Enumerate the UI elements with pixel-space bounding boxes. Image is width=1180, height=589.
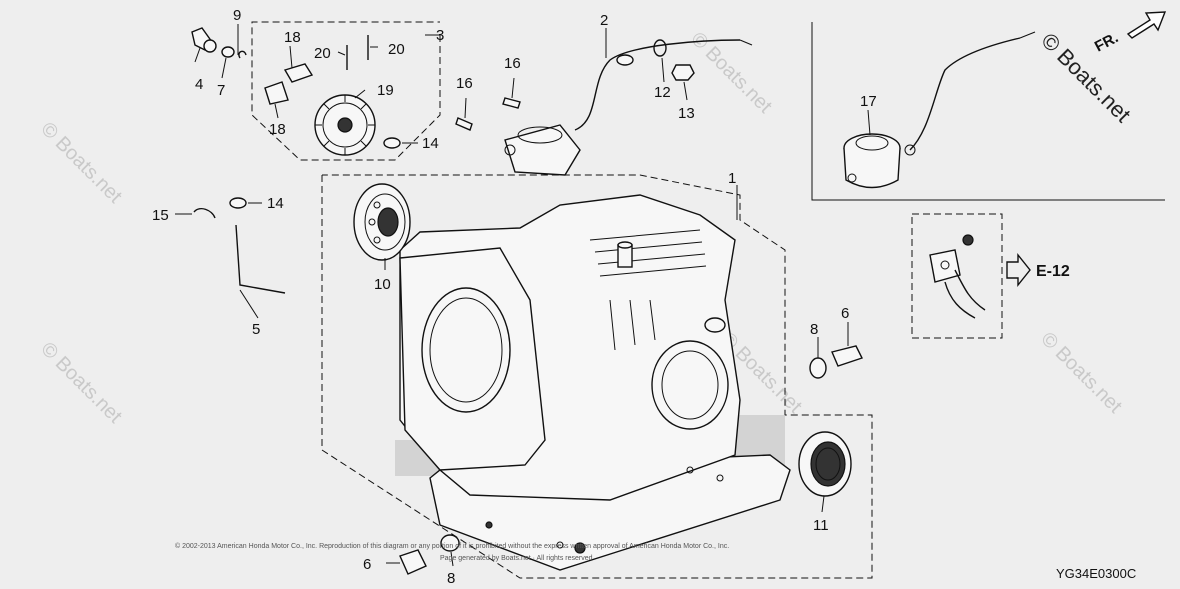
e12-ignition-part xyxy=(929,234,1031,319)
callout-14-left: 14 xyxy=(267,195,284,212)
callout-8-bottom: 8 xyxy=(447,570,455,587)
callout-6-bottom: 6 xyxy=(363,556,371,573)
reference-arrow-icon xyxy=(1006,253,1031,287)
watermark-faint: © Boats.net xyxy=(36,338,126,428)
breather-sensor xyxy=(843,31,1036,189)
callout-numbers: 9 4 7 18 18 20 20 19 3 14 2 16 16 12 13 … xyxy=(152,7,1070,587)
breather-box-outline xyxy=(811,22,1165,201)
callout-20-left: 20 xyxy=(314,45,331,62)
watermark-faint: © Boats.net xyxy=(36,118,126,208)
watermark-faint: © Boats.net xyxy=(1036,328,1126,418)
callout-20-right: 20 xyxy=(388,41,405,58)
diagram-code: YG34E0300C xyxy=(1056,566,1136,581)
front-direction-marker: FR. xyxy=(1092,11,1167,56)
callout-17: 17 xyxy=(860,93,877,110)
reference-label-e12: E-12 xyxy=(1036,263,1070,280)
callout-4: 4 xyxy=(195,76,203,93)
crankshaft-bearing xyxy=(353,183,411,261)
callout-5: 5 xyxy=(252,321,260,338)
leader-lines xyxy=(175,24,871,567)
front-label: FR. xyxy=(1092,29,1121,55)
copyright-line-1: © 2002-2013 American Honda Motor Co., In… xyxy=(175,542,729,550)
callout-2: 2 xyxy=(600,12,608,29)
governor-group-outline xyxy=(251,21,441,161)
callout-16-right: 16 xyxy=(504,55,521,72)
crankcase-body xyxy=(395,194,791,571)
callout-1: 1 xyxy=(728,170,736,187)
callout-18-top: 18 xyxy=(284,29,301,46)
callout-11: 11 xyxy=(813,517,829,534)
callout-6-right: 6 xyxy=(841,305,849,322)
callout-8-right: 8 xyxy=(810,321,818,338)
oil-level-switch xyxy=(504,39,753,176)
watermark-main: © Boats.net xyxy=(1036,28,1135,127)
callout-12: 12 xyxy=(654,84,671,101)
governor-assembly xyxy=(264,35,376,156)
callout-3: 3 xyxy=(436,27,444,44)
oil-seal xyxy=(798,431,852,497)
callout-10: 10 xyxy=(374,276,391,293)
callout-9: 9 xyxy=(233,7,241,24)
callout-13: 13 xyxy=(678,105,695,122)
callout-14-top: 14 xyxy=(422,135,439,152)
callout-7: 7 xyxy=(217,82,225,99)
fasteners xyxy=(191,27,863,575)
callout-18-bottom: 18 xyxy=(269,121,286,138)
callout-15: 15 xyxy=(152,207,169,224)
callout-19: 19 xyxy=(377,82,394,99)
callout-16-left: 16 xyxy=(456,75,473,92)
copyright-line-2: Page generated by Boats.net · All rights… xyxy=(440,555,593,562)
front-arrow-icon xyxy=(1126,11,1167,39)
e12-reference-box xyxy=(911,213,1003,339)
